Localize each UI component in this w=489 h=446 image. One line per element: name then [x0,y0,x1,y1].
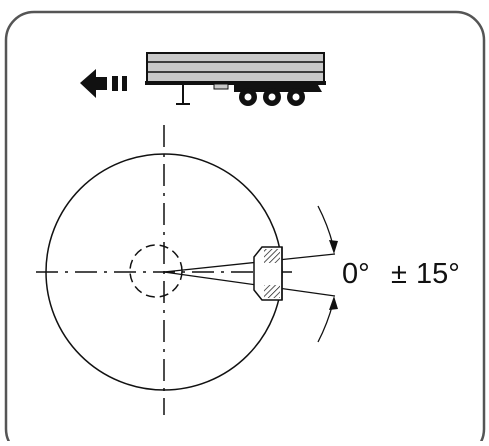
angle-base: 0° [342,258,370,290]
plus-minus-sign: ± [391,258,407,290]
angle-tolerance-arc [317,205,338,343]
trailer-wheel [263,88,281,106]
angle-tolerance: 15° [416,258,460,290]
trailer-wheel [239,88,257,106]
arrow-left-icon [80,69,127,98]
trailer-wheel [287,88,305,106]
hub-circle [129,244,183,298]
sensor-body [253,246,283,301]
angle-label: 0° ± 15° [342,258,460,290]
sensor-cone [163,253,336,297]
diagram-frame [4,10,486,446]
semi-trailer-icon [145,52,326,106]
arc-arrowhead [329,296,338,310]
arc-arrowhead [329,240,338,254]
